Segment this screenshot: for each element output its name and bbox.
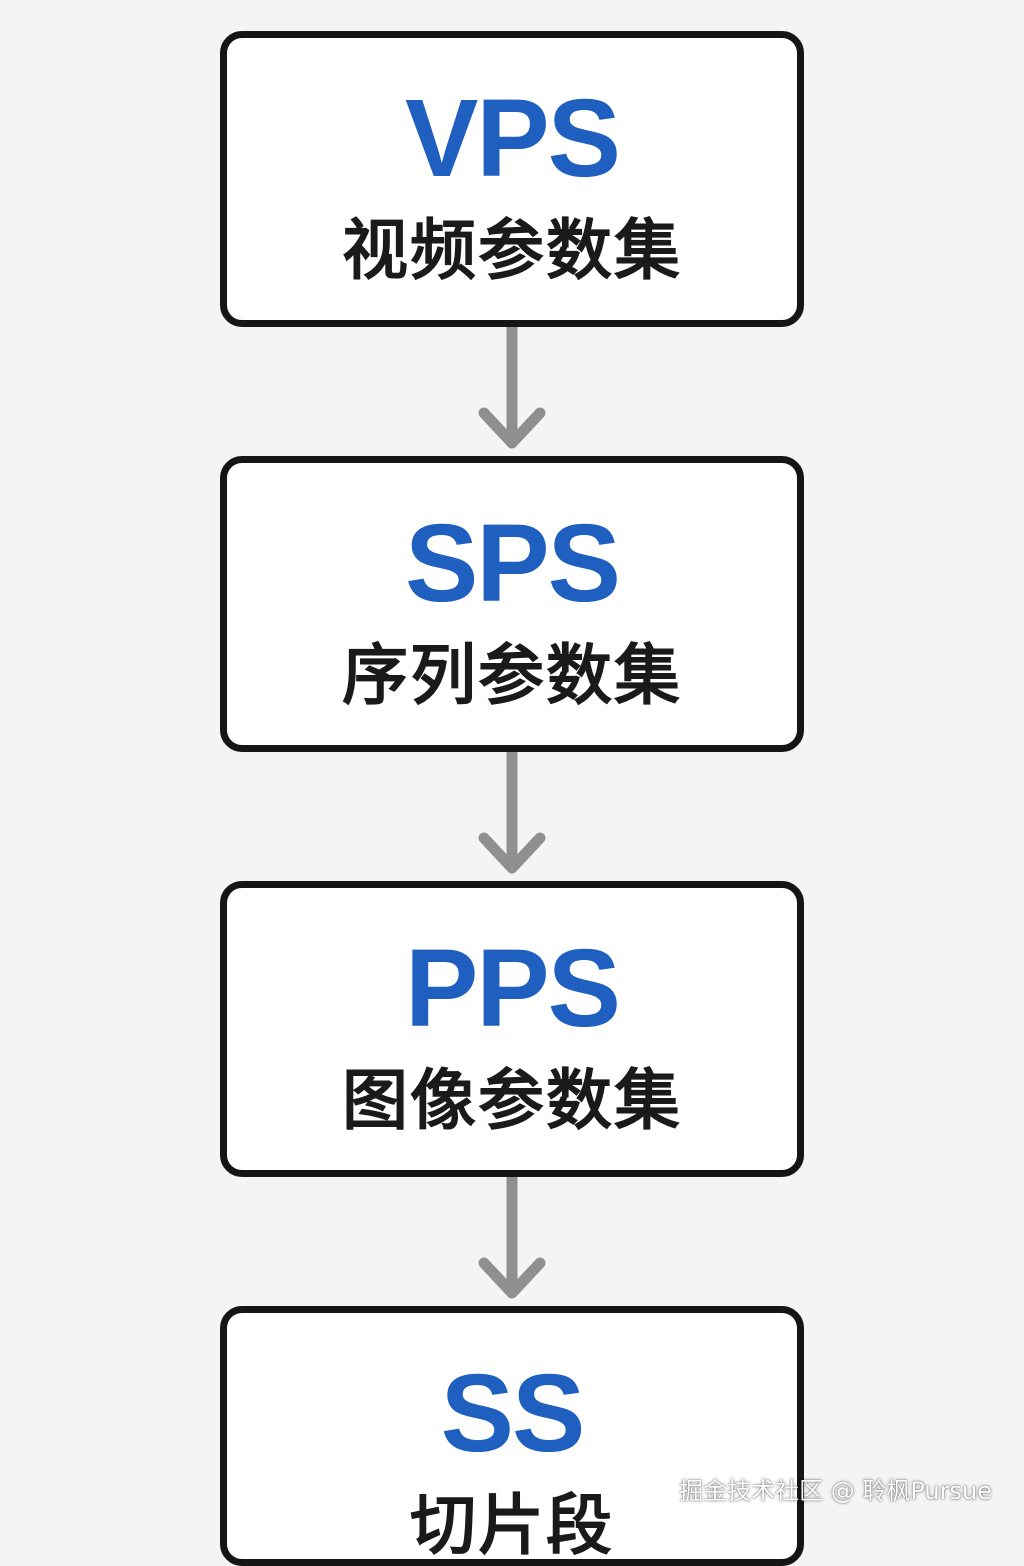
node-pps-abbr: PPS	[404, 927, 621, 1050]
node-ss: SS 切片段	[220, 1306, 804, 1566]
watermark: 掘金技术社区 @ 聆枫Pursue	[679, 1477, 992, 1505]
node-pps: PPS 图像参数集	[220, 881, 804, 1177]
node-pps-desc: 图像参数集	[342, 1062, 682, 1139]
node-sps: SPS 序列参数集	[220, 456, 804, 752]
node-vps-desc: 视频参数集	[342, 212, 682, 289]
arrow-down-icon	[478, 752, 546, 874]
node-sps-desc: 序列参数集	[342, 637, 682, 714]
node-vps: VPS 视频参数集	[220, 31, 804, 327]
arrow-down-icon	[478, 327, 546, 449]
arrow-down-icon	[478, 1177, 546, 1299]
node-sps-abbr: SPS	[404, 502, 621, 625]
node-ss-abbr: SS	[440, 1352, 586, 1475]
node-vps-abbr: VPS	[404, 77, 621, 200]
node-ss-desc: 切片段	[410, 1487, 614, 1564]
